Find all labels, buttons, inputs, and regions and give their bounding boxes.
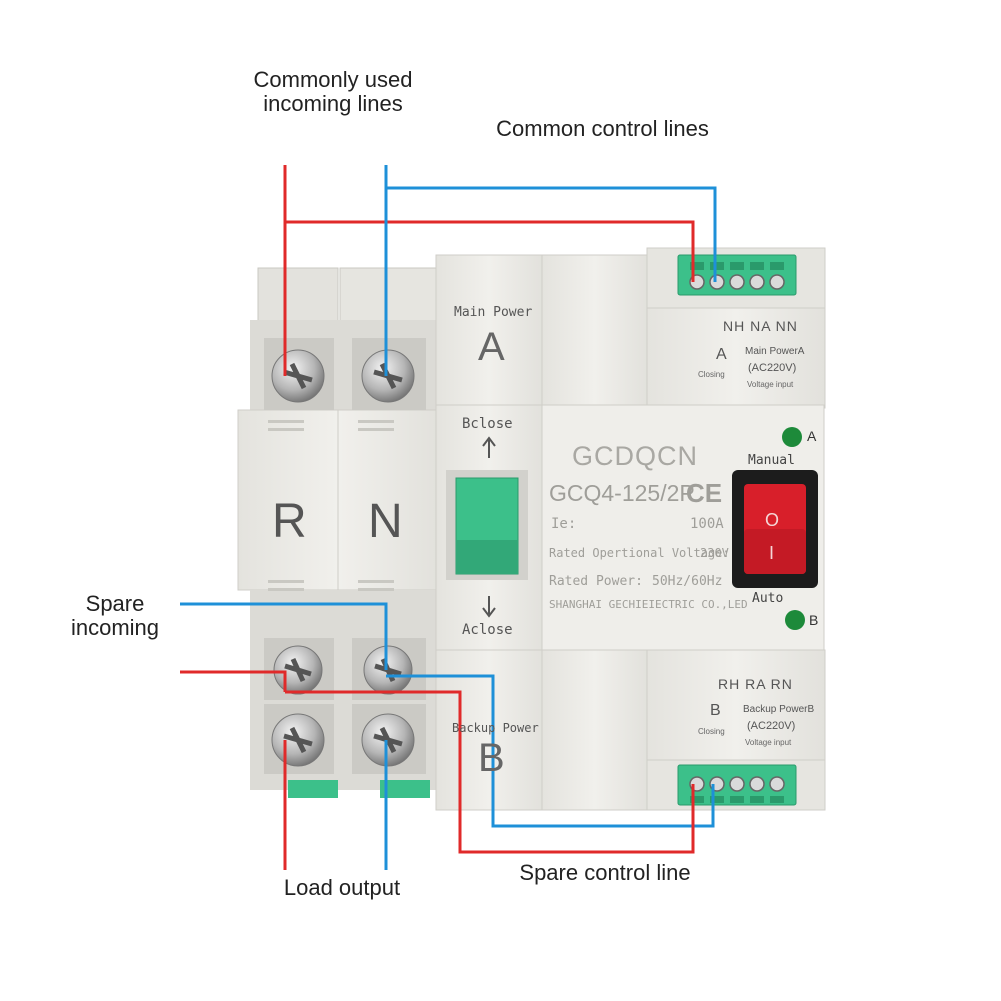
callout-spare-incoming: Spare incoming <box>55 592 175 640</box>
switch-off-symbol: I <box>769 543 775 563</box>
brand-label: GCDQCN <box>572 441 698 471</box>
bottom-voltage: (AC220V) <box>747 720 796 732</box>
bottom-closing-label: Closing <box>698 727 725 736</box>
aclose-label: Aclose <box>462 622 513 638</box>
bottom-terminal-block <box>677 764 797 806</box>
wiring <box>180 165 717 870</box>
model-label: GCQ4-125/2P <box>549 480 695 506</box>
screw-icon <box>271 349 325 403</box>
main-letter: A <box>478 325 505 369</box>
manufacturer-label: SHANGHAI GECHIEIECTRIC CO.,LED <box>549 598 748 611</box>
screws <box>271 349 415 767</box>
rated-voltage-value: 230V <box>700 546 729 560</box>
indicator-b-led <box>785 610 805 630</box>
top-terminal-codes: NH NA NN <box>723 318 798 334</box>
main-power-label: Main Power <box>454 305 533 320</box>
indicator-a-led <box>782 427 802 447</box>
top-terminal-block <box>677 254 797 296</box>
bottom-power-name: Backup PowerB <box>743 704 815 715</box>
bottom-terminal-letter: B <box>710 702 721 719</box>
callout-spare-control: Spare control line <box>519 860 691 885</box>
top-closing-label: Closing <box>698 370 725 379</box>
switch-on-symbol: O <box>765 510 780 530</box>
screw-icon <box>271 713 325 767</box>
pole-n-label: N <box>368 495 403 548</box>
callout-line: incoming lines <box>263 91 403 116</box>
backup-power-label: Backup Power <box>452 721 539 735</box>
callout-line: Spare <box>85 591 145 616</box>
callout-common-control: Common control lines <box>496 116 709 141</box>
rated-voltage-label: Rated Opertional Voltage: <box>549 546 730 560</box>
ce-mark: CE <box>686 478 723 508</box>
rated-power-label: Rated Power: <box>549 574 643 589</box>
top-terminal-letter: A <box>716 346 727 363</box>
backup-letter: B <box>478 736 505 780</box>
ie-value: 100A <box>690 516 724 532</box>
bclose-label: Bclose <box>462 416 513 432</box>
callout-load-output: Load output <box>283 875 401 900</box>
manual-label: Manual <box>748 453 795 468</box>
screw-icon <box>361 349 415 403</box>
arrow-down-icon <box>482 596 496 618</box>
transfer-lever <box>446 470 528 580</box>
auto-label: Auto <box>752 591 784 606</box>
manual-auto-switch <box>732 470 818 588</box>
screw-icon <box>361 713 415 767</box>
screw-icon <box>273 645 323 695</box>
arrow-up-icon <box>482 436 496 458</box>
top-voltage-input: Voltage input <box>747 380 794 389</box>
callout-line: Commonly used <box>253 67 413 92</box>
bottom-voltage-input: Voltage input <box>745 738 792 747</box>
indicator-b-label: B <box>809 612 819 628</box>
top-power-name: Main PowerA <box>745 346 805 357</box>
screw-icon <box>363 645 413 695</box>
bottom-terminal-codes: RH RA RN <box>718 676 793 692</box>
pole-r-label: R <box>272 495 307 548</box>
callout-common-incoming: Commonly used incoming lines <box>228 68 438 116</box>
top-voltage: (AC220V) <box>748 362 797 374</box>
rated-power-value: 50Hz/60Hz <box>652 574 723 589</box>
ie-label: Ie: <box>551 516 577 532</box>
callout-line: incoming <box>70 615 160 640</box>
indicator-a-label: A <box>807 428 817 444</box>
breaker-poles <box>237 267 439 798</box>
